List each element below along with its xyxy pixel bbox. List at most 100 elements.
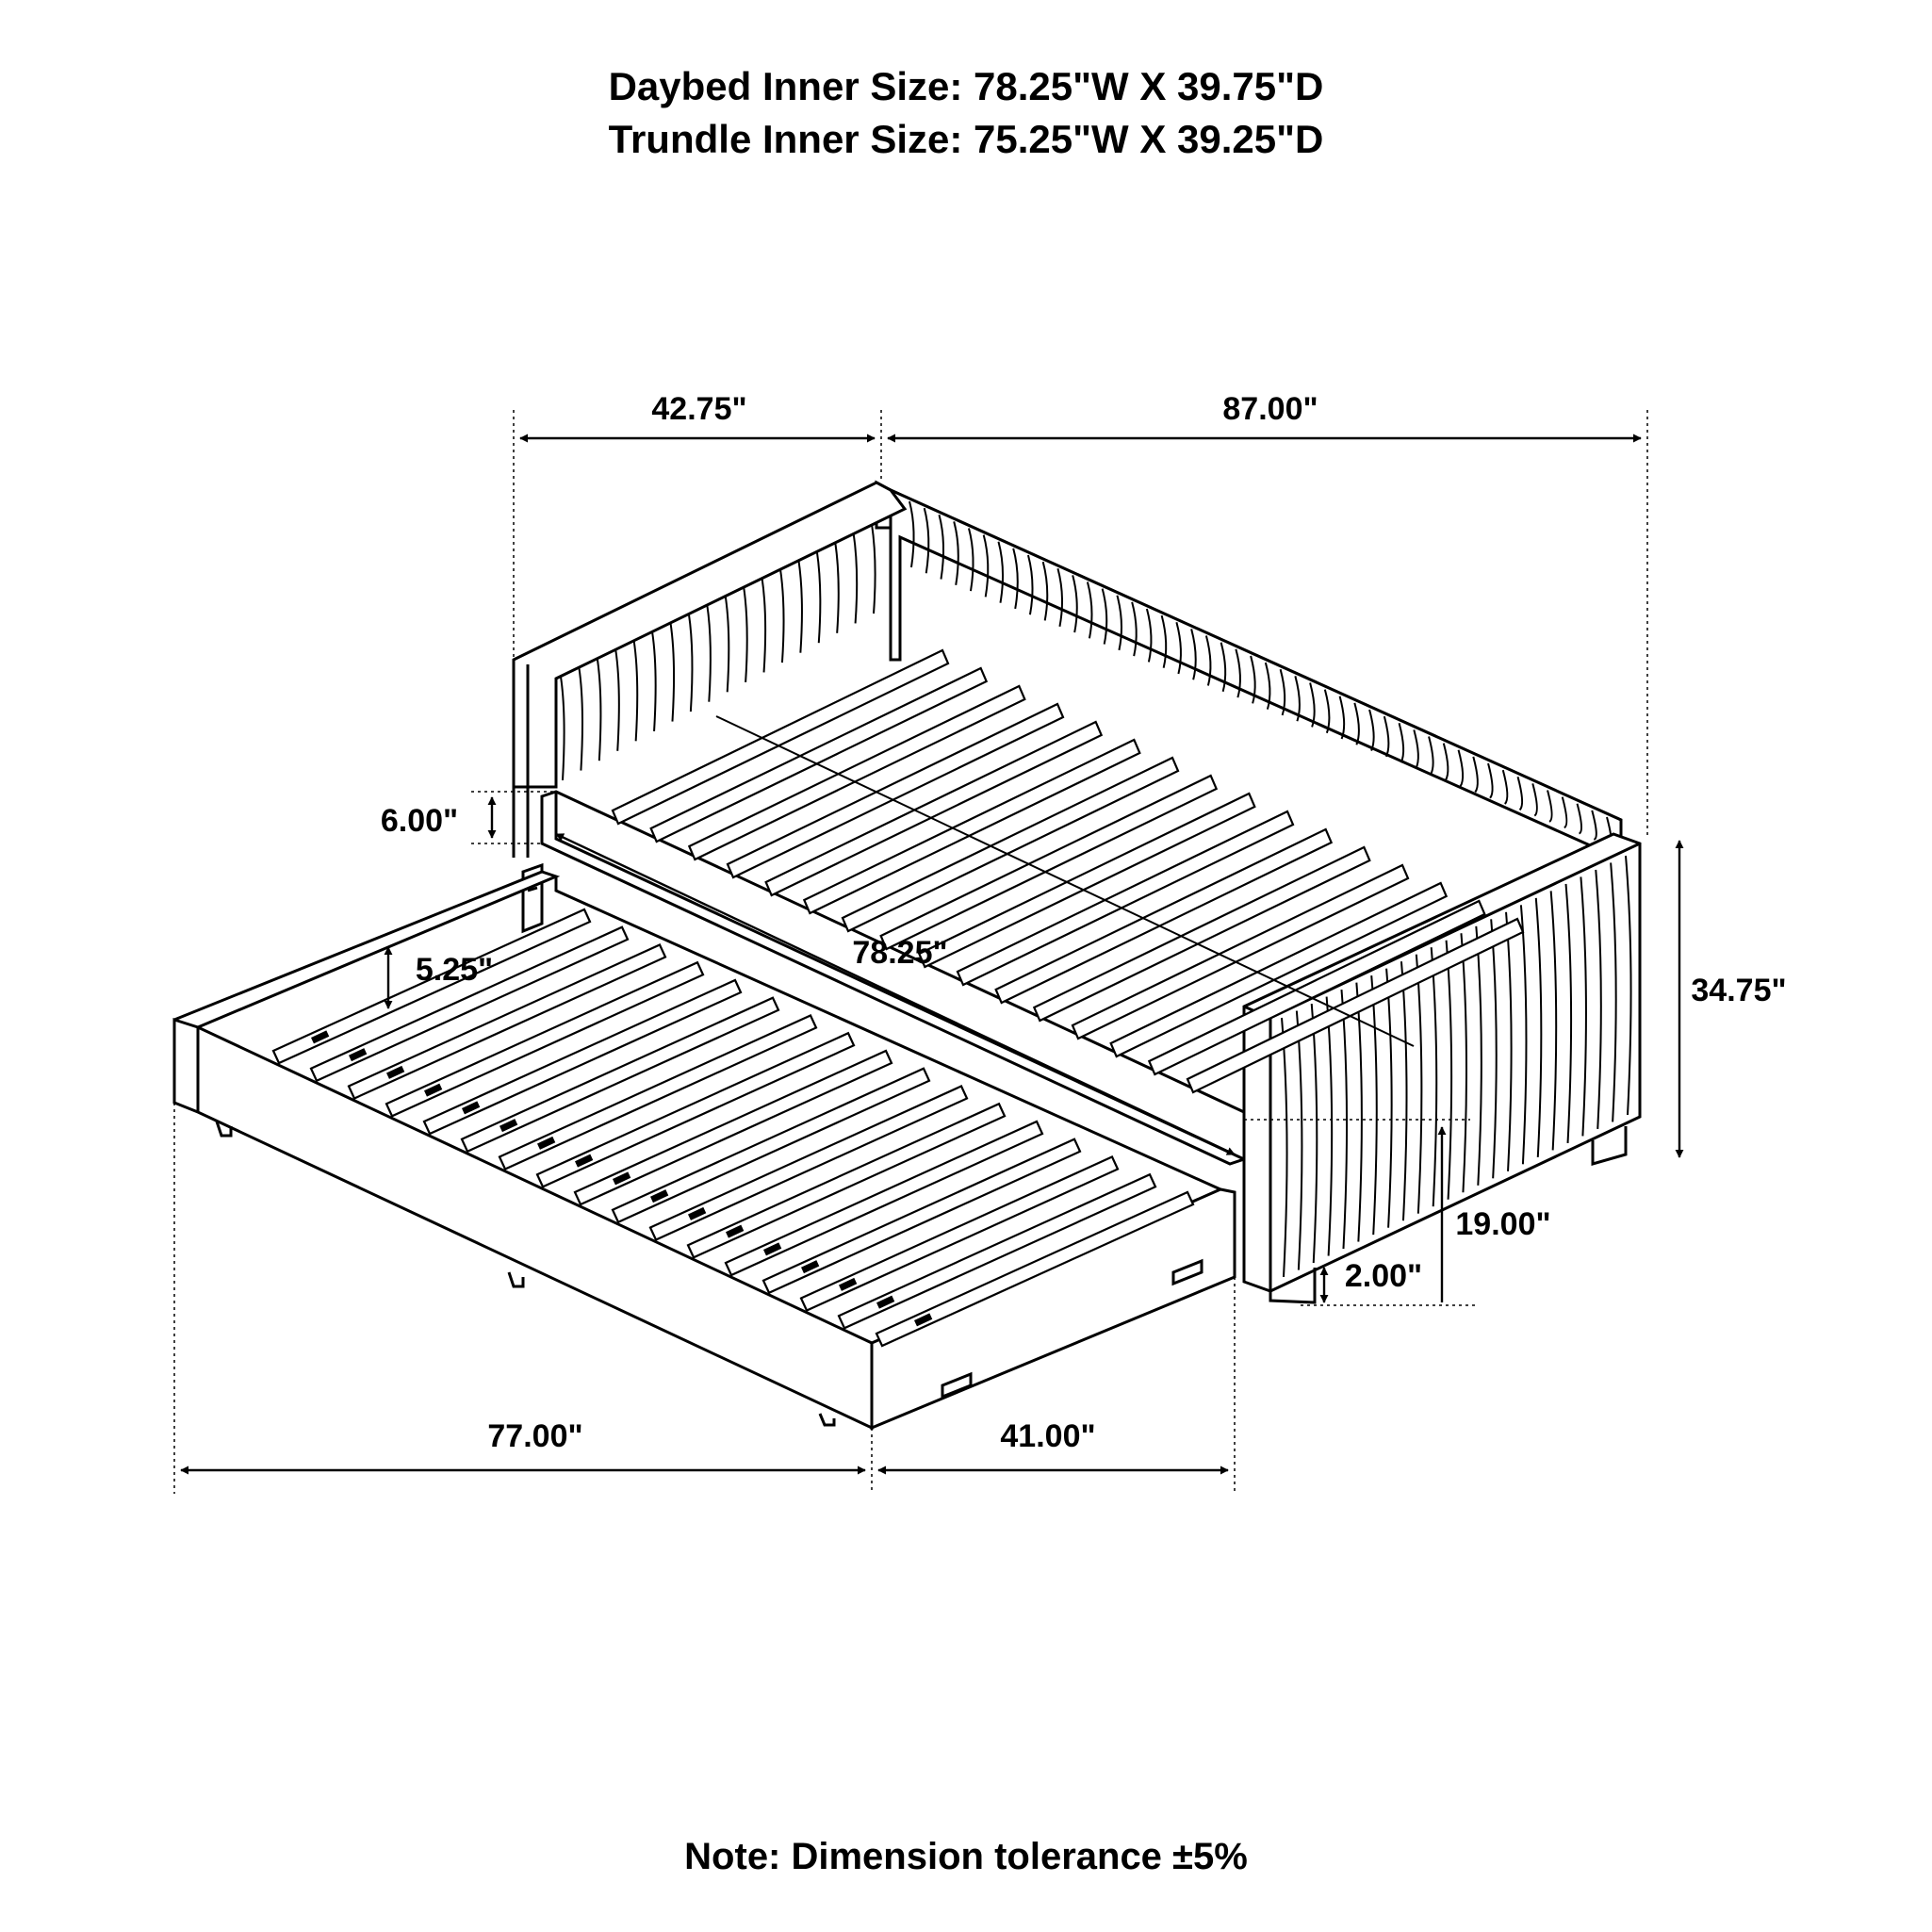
length-dimension-label: 87.00" [1222, 391, 1318, 427]
pleat-line [1383, 715, 1390, 758]
pleat-line [938, 514, 945, 580]
slat-block [311, 1030, 330, 1044]
pleat-line [1501, 769, 1509, 805]
slat-block [386, 1065, 405, 1079]
pleat-line [1576, 803, 1583, 835]
pleat-line [1264, 662, 1271, 710]
slat-block [349, 1048, 368, 1062]
pleat-line [1475, 925, 1482, 1186]
trundle-illustration [172, 862, 1236, 1431]
slat-block [462, 1101, 481, 1115]
pleat-line [1101, 588, 1108, 645]
pleat-line [1457, 749, 1465, 787]
seat-height-label: 19.00" [1455, 1206, 1550, 1242]
pleat-line [1072, 575, 1078, 633]
daybed-slat [611, 648, 950, 826]
pleat-line [1204, 635, 1212, 686]
pleat-line [1625, 855, 1632, 1116]
slat-block [612, 1171, 631, 1186]
slat-block [726, 1224, 745, 1238]
pleat-line [578, 667, 583, 771]
pleat-line [1235, 648, 1241, 698]
pleat-line [1250, 655, 1256, 704]
pleat-line [1279, 668, 1286, 716]
slat-block [800, 1260, 820, 1274]
trundle-length-label: 77.00" [487, 1418, 582, 1454]
pleat-line [1413, 729, 1419, 769]
trundle-slat [875, 1190, 1195, 1348]
back-panel-pleats [909, 500, 1613, 846]
pleat-line [1116, 595, 1122, 651]
pleat-line [953, 521, 959, 585]
pleat-line [761, 578, 767, 673]
pleat-line [1534, 897, 1543, 1157]
leg-clearance-label: 2.00" [1345, 1258, 1422, 1294]
pleat-line [909, 500, 915, 568]
pleat-line [724, 596, 730, 693]
pleat-line [1516, 776, 1524, 811]
tolerance-note: Note: Dimension tolerance ±5% [684, 1836, 1248, 1877]
pleat-line [1430, 947, 1438, 1207]
slat-block [876, 1295, 895, 1309]
pleat-line [834, 541, 840, 633]
pleat-line [1595, 869, 1602, 1130]
pleat-line [1175, 622, 1182, 675]
daybed-left-arm [512, 481, 908, 789]
pleat-line [815, 550, 822, 644]
overall-height-label: 34.75" [1691, 973, 1786, 1008]
pleat-line [1472, 756, 1479, 794]
pleat-line [669, 622, 676, 722]
pleat-line [1368, 709, 1375, 751]
slat-block [499, 1119, 518, 1133]
pleat-line [1531, 783, 1538, 817]
pleat-line [1445, 940, 1453, 1200]
pleat-line [1561, 796, 1568, 829]
daybed-right-arm [1242, 832, 1642, 1293]
slat-block [688, 1206, 707, 1220]
pleat-line [1487, 762, 1494, 799]
trundle-rail-height-label: 5.25" [416, 952, 493, 988]
pleat-line [1026, 554, 1034, 615]
slat-block [839, 1277, 858, 1291]
pleat-line [651, 631, 657, 732]
trundle-slat [837, 1172, 1157, 1330]
pleat-line [871, 523, 876, 614]
pleat-line [1012, 548, 1019, 610]
pleat-line [1428, 736, 1434, 776]
pleat-line [1323, 689, 1331, 734]
pleat-line [1160, 614, 1168, 668]
pleat-line [1309, 682, 1316, 728]
left-arm-pleats [560, 523, 876, 781]
pleat-line [1056, 568, 1063, 627]
pleat-line [1580, 876, 1587, 1137]
rail-height-label: 6.00" [381, 803, 458, 839]
pleat-line [1220, 642, 1227, 693]
pleat-line [1505, 911, 1513, 1171]
pleat-line [1547, 790, 1553, 823]
slat-block [423, 1083, 443, 1097]
pleat-line [687, 614, 694, 712]
daybed-inner-size-text: Daybed Inner Size: 78.25"W X 39.75"D [608, 64, 1324, 108]
pleat-line [778, 568, 785, 663]
pleat-line [632, 640, 639, 742]
slat-block [537, 1136, 556, 1150]
pleat-line [706, 604, 712, 702]
slat-block [762, 1242, 782, 1256]
pleat-line [923, 507, 930, 574]
slat-block [649, 1189, 669, 1203]
pleat-line [1460, 933, 1467, 1193]
pleat-line [1490, 919, 1498, 1179]
pleat-line [560, 676, 565, 781]
pleat-line [797, 559, 803, 653]
pleat-line [1190, 629, 1197, 680]
pleat-line [1610, 862, 1617, 1122]
pleat-line [1353, 702, 1360, 745]
pleat-line [1398, 722, 1405, 763]
inner-length-label: 78.25" [852, 935, 947, 971]
pleat-line [997, 541, 1005, 603]
pleat-line [852, 532, 859, 624]
pleat-line [1145, 608, 1153, 663]
slat-block [575, 1154, 594, 1168]
pleat-line [743, 586, 748, 682]
